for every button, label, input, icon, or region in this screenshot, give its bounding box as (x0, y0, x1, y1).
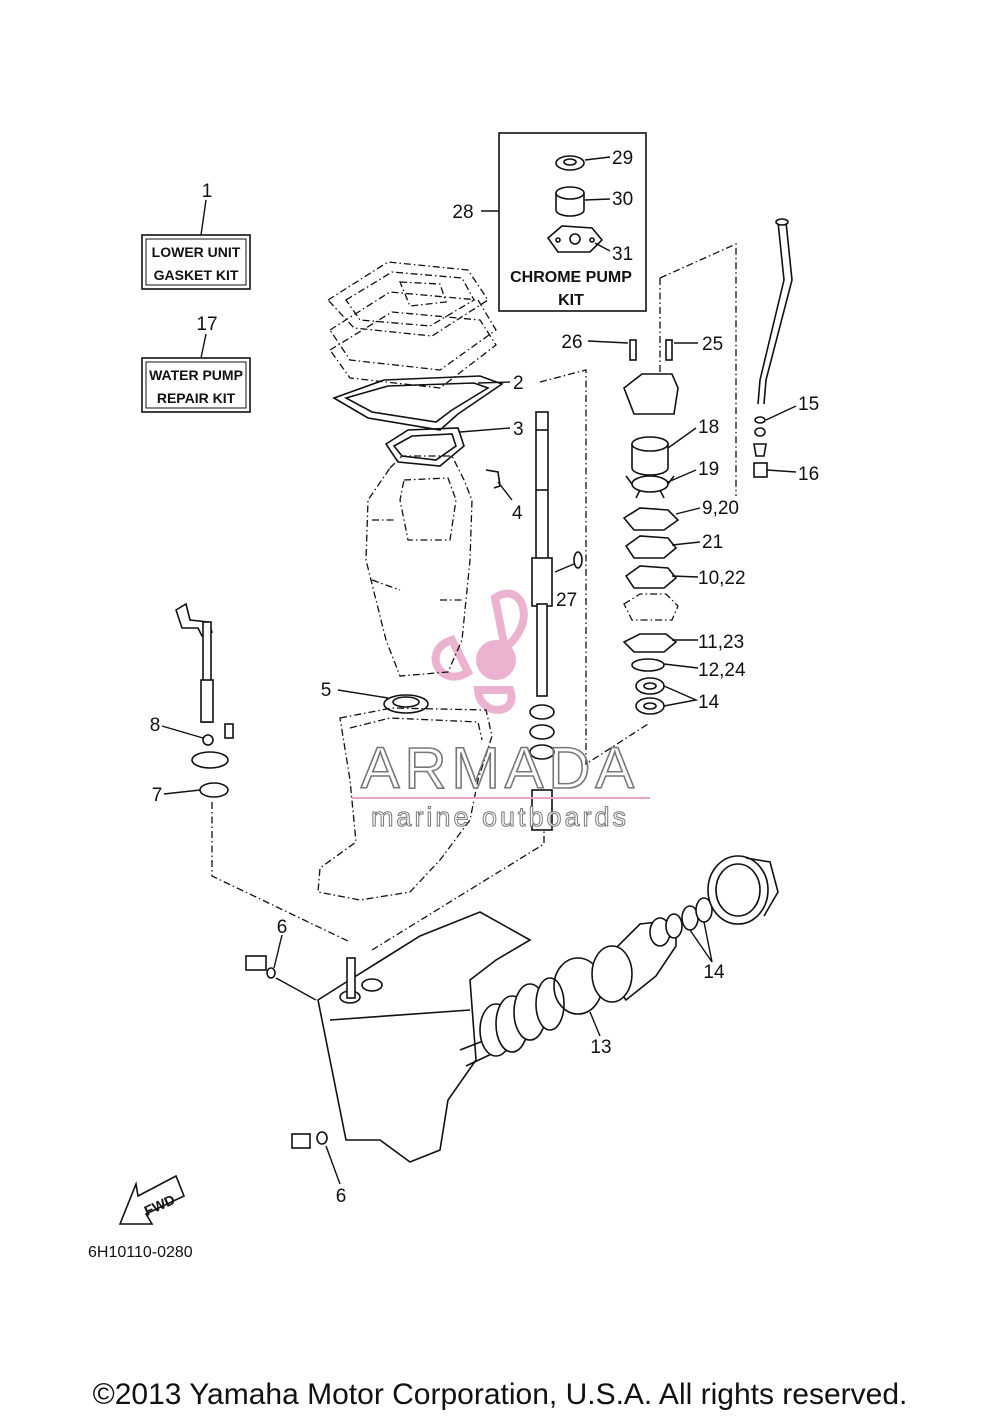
callout-15: 15 (798, 394, 819, 415)
diagram-code: 6H10110-0280 (88, 1244, 193, 1261)
callout-28: 28 (452, 202, 473, 223)
chrome-pump-kit-line1: CHROME PUMP (510, 269, 632, 286)
water-pump-repair-kit-box: WATER PUMP REPAIR KIT (141, 357, 251, 413)
callout-5: 5 (321, 680, 332, 701)
prop-shaft-assembly (459, 855, 779, 1067)
copyright-notice: ©2013 Yamaha Motor Corporation, U.S.A. A… (92, 1378, 908, 1411)
callout-3: 3 (513, 419, 524, 440)
chrome-pump-kit-box: CHROME PUMP KIT (498, 132, 647, 312)
impeller-19 (625, 469, 697, 499)
callout-19: 19 (698, 459, 719, 480)
watermark-propeller (431, 589, 528, 714)
gasket-3 (384, 427, 511, 467)
callout-6-lower: 6 (336, 1186, 347, 1207)
callout-31: 31 (612, 244, 633, 265)
callout-14-upper: 14 (698, 692, 720, 713)
exhaust-housing (317, 707, 493, 901)
callout-12-24: 12,24 (698, 660, 746, 681)
lower-unit-kit-line1: LOWER UNIT (152, 244, 241, 260)
callout-30: 30 (612, 189, 633, 210)
shift-rod (161, 602, 234, 798)
lower-unit-gasket-kit-box: LOWER UNIT GASKET KIT (141, 234, 251, 290)
callout-2: 2 (513, 373, 524, 394)
fwd-arrow-icon: FWD (118, 1174, 186, 1225)
callout-4: 4 (512, 503, 523, 524)
lower-unit-kit-line2: GASKET KIT (154, 267, 239, 283)
gasket-9-20 (622, 507, 701, 531)
callout-27: 27 (556, 590, 577, 611)
gasket-2 (332, 375, 511, 431)
water-pump-housing (587, 339, 698, 415)
water-tube (753, 218, 797, 478)
gasket-11-23 (622, 633, 698, 653)
callout-17: 17 (196, 314, 217, 335)
key-27 (554, 551, 583, 573)
callout-18: 18 (698, 417, 719, 438)
o-ring-12-24 (631, 658, 699, 672)
lower-case (317, 911, 532, 1163)
callout-11-23: 11,23 (698, 632, 744, 653)
callout-25: 25 (702, 334, 723, 355)
callout-9-20: 9,20 (702, 498, 739, 519)
callout-29: 29 (612, 148, 633, 169)
callout-8: 8 (150, 715, 161, 736)
callout-6-upper: 6 (277, 917, 288, 938)
screw-6-upper (245, 934, 317, 1001)
water-pump-kit-line1: WATER PUMP (149, 367, 243, 383)
oil-seals-14-upper (635, 677, 699, 715)
drive-shaft (531, 411, 553, 697)
callout-1: 1 (202, 181, 213, 202)
water-pump-kit-line2: REPAIR KIT (157, 390, 236, 406)
callout-26: 26 (561, 332, 582, 353)
pump-case (623, 593, 679, 621)
screw-6-lower (291, 1131, 341, 1185)
gasket-10-22 (624, 565, 699, 589)
callout-14-lower: 14 (703, 962, 725, 983)
callout-7: 7 (152, 785, 163, 806)
clip-4 (485, 469, 513, 501)
watermark-tagline: marine outboards (371, 802, 629, 832)
top-plate (326, 261, 497, 389)
callout-16: 16 (798, 464, 819, 485)
callout-10-22: 10,22 (698, 568, 746, 589)
upper-casing (365, 455, 473, 677)
shaft-bearings (529, 704, 555, 831)
plate-21 (624, 535, 701, 559)
callout-13: 13 (590, 1037, 611, 1058)
watermark-brand: ARMADA (361, 736, 639, 801)
chrome-pump-kit-line2: KIT (558, 292, 584, 309)
pump-insert-18 (631, 427, 697, 476)
callout-21: 21 (702, 532, 723, 553)
